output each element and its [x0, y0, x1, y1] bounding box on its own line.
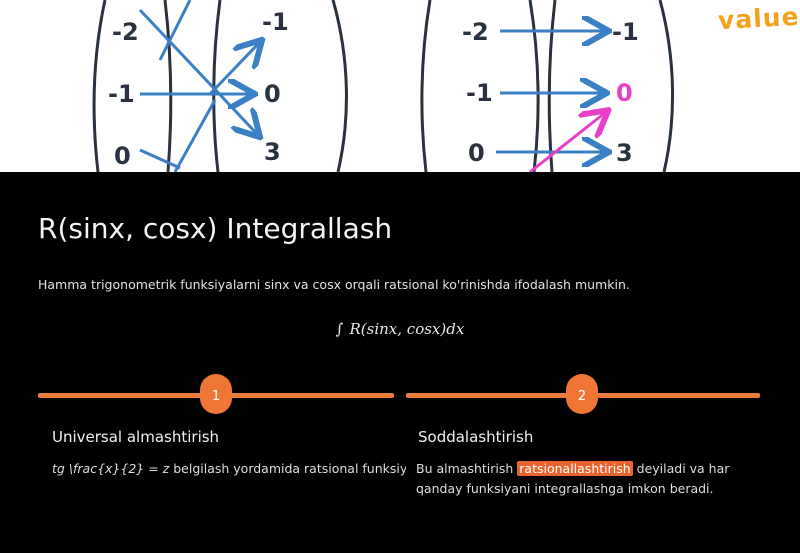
highlight-arrow	[529, 112, 606, 172]
slide-title: R(sinx, cosx) Integrallash	[38, 212, 393, 245]
integral-formula: ∫ R(sinx, cosx)dx	[0, 320, 800, 338]
right-value: 3	[616, 139, 633, 167]
step-number-badge: 2	[566, 374, 598, 414]
domain-oval-left	[92, 0, 107, 172]
left-value: 0	[468, 139, 485, 167]
step-number-badge: 1	[200, 374, 232, 414]
left-value: -2	[112, 18, 139, 46]
arrow	[139, 148, 181, 170]
step-2-title: Soddalashtirish	[418, 428, 534, 446]
right-value: 3	[264, 138, 281, 166]
step-2-text: Bu almashtirish ratsionallashtirish deyi…	[416, 459, 766, 499]
step-1-title: Universal almashtirish	[52, 428, 220, 446]
step-1-formula: tg \frac{x}{2} = z	[52, 461, 170, 476]
domain-oval-left-inner	[163, 0, 173, 172]
right-value: 0	[616, 79, 633, 107]
codomain-oval-right-outer	[658, 0, 675, 172]
step-1-body: belgilash yordamida ratsional funksiyaga…	[173, 461, 406, 476]
step-2-body-after: deyiladi va har qanday funksiyani integr…	[416, 461, 730, 496]
codomain-oval-left-outer	[331, 0, 348, 172]
integrand: R(sinx, cosx)dx	[349, 320, 465, 338]
highlighted-term: ratsionallashtirish	[517, 461, 633, 476]
left-value: -1	[466, 79, 493, 107]
arrow	[208, 42, 260, 96]
step-2-body-before: Bu almashtirish	[416, 461, 518, 476]
domain-oval-right	[420, 0, 432, 172]
step-1-text: tg \frac{x}{2} = z belgilash yordamida r…	[52, 459, 406, 479]
corner-label: value	[717, 1, 800, 36]
step-1: 1	[38, 374, 394, 414]
step-2: 2	[406, 374, 760, 414]
slide-subtitle: Hamma trigonometrik funksiyalarni sinx v…	[38, 277, 630, 292]
right-value: 0	[264, 80, 281, 108]
slide: R(sinx, cosx) Integrallash Hamma trigono…	[0, 172, 800, 553]
arrow	[173, 99, 217, 172]
codomain-oval-right	[547, 0, 557, 172]
left-value: -2	[462, 18, 489, 46]
mapping-diagram: -2 -1 0 -1 0 3 -2 -1 0 -1 0 3	[92, 0, 675, 172]
arrow	[138, 8, 258, 135]
arrow	[158, 0, 192, 61]
left-value: -1	[108, 80, 135, 108]
left-value: 0	[114, 142, 131, 170]
right-value: -1	[612, 18, 639, 46]
integral-symbol: ∫	[335, 320, 344, 338]
hero-image: -2 -1 0 -1 0 3 -2 -1 0 -1 0 3 value	[0, 0, 800, 172]
right-value: -1	[262, 8, 289, 36]
domain-oval-right-inner	[528, 0, 540, 172]
